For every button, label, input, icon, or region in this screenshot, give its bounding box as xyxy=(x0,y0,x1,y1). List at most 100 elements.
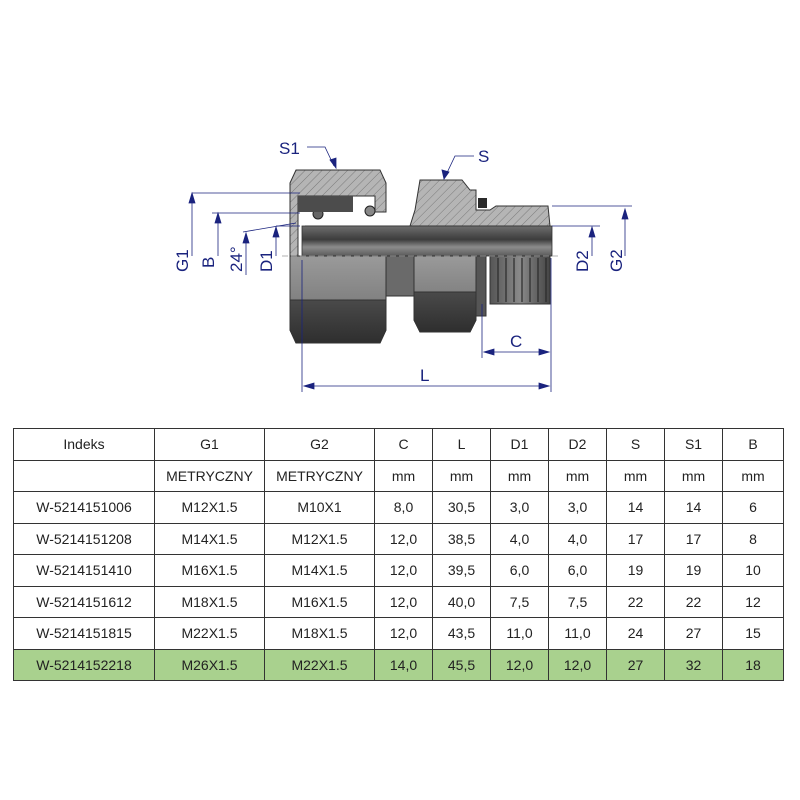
cell-l: 30,5 xyxy=(432,491,491,524)
dimension-lines xyxy=(188,146,632,392)
cell-indeks: W-5214151612 xyxy=(13,585,155,618)
table-row: W-5214151006 M12X1.5 M10X1 8,0 30,5 3,0 … xyxy=(13,491,784,524)
unit-cell: METRYCZNY xyxy=(154,459,265,492)
cell-g2: M10X1 xyxy=(264,491,375,524)
label-d2: D2 xyxy=(573,250,592,272)
cell-b: 6 xyxy=(722,491,784,524)
cell-g2: M22X1.5 xyxy=(264,648,375,681)
cell-s: 22 xyxy=(606,585,665,618)
header-cell: B xyxy=(722,428,784,461)
cell-c: 12,0 xyxy=(374,585,433,618)
cell-d1: 3,0 xyxy=(490,491,549,524)
table-units-row: METRYCZNY METRYCZNY mm mm mm mm mm mm mm xyxy=(13,459,784,492)
cell-l: 43,5 xyxy=(432,617,491,650)
fitting-technical-drawing: S1 S G1 B 24° D1 D2 G2 C L xyxy=(173,139,632,392)
cell-d2: 4,0 xyxy=(548,522,607,555)
cell-d2: 11,0 xyxy=(548,617,607,650)
label-c: C xyxy=(510,332,522,351)
unit-cell: mm xyxy=(374,459,433,492)
header-cell: L xyxy=(432,428,491,461)
unit-cell: mm xyxy=(664,459,723,492)
unit-cell: mm xyxy=(606,459,665,492)
cell-s1: 27 xyxy=(664,617,723,650)
cell-d1: 4,0 xyxy=(490,522,549,555)
outside-view xyxy=(289,255,551,344)
cell-c: 12,0 xyxy=(374,522,433,555)
table-row-highlighted: W-5214152218 M26X1.5 M22X1.5 14,0 45,5 1… xyxy=(13,648,784,681)
cell-b: 10 xyxy=(722,554,784,587)
cell-g1: M22X1.5 xyxy=(154,617,265,650)
cell-b: 15 xyxy=(722,617,784,650)
unit-cell: mm xyxy=(548,459,607,492)
cell-s1: 19 xyxy=(664,554,723,587)
section-view xyxy=(289,169,551,257)
cell-c: 14,0 xyxy=(374,648,433,681)
unit-cell: mm xyxy=(722,459,784,492)
cell-s1: 22 xyxy=(664,585,723,618)
label-g1: G1 xyxy=(173,249,192,272)
header-cell: D1 xyxy=(490,428,549,461)
cell-b: 18 xyxy=(722,648,784,681)
cell-g1: M12X1.5 xyxy=(154,491,265,524)
cell-d1: 7,5 xyxy=(490,585,549,618)
table-row: W-5214151208 M14X1.5 M12X1.5 12,0 38,5 4… xyxy=(13,522,784,555)
cell-s: 14 xyxy=(606,491,665,524)
cell-g2: M12X1.5 xyxy=(264,522,375,555)
cell-l: 39,5 xyxy=(432,554,491,587)
cell-indeks: W-5214151815 xyxy=(13,617,155,650)
cell-g2: M18X1.5 xyxy=(264,617,375,650)
unit-cell: METRYCZNY xyxy=(264,459,375,492)
unit-cell xyxy=(13,459,155,492)
cell-indeks: W-5214151410 xyxy=(13,554,155,587)
cell-d2: 12,0 xyxy=(548,648,607,681)
label-s: S xyxy=(478,147,489,166)
unit-cell: mm xyxy=(432,459,491,492)
cell-l: 40,0 xyxy=(432,585,491,618)
cell-s1: 32 xyxy=(664,648,723,681)
label-s1: S1 xyxy=(279,139,300,158)
bore xyxy=(301,225,553,257)
cell-l: 45,5 xyxy=(432,648,491,681)
table-header-row: Indeks G1 G2 C L D1 D2 S S1 B xyxy=(13,428,784,461)
label-b: B xyxy=(199,257,218,268)
cell-d1: 11,0 xyxy=(490,617,549,650)
cell-c: 12,0 xyxy=(374,554,433,587)
header-cell: D2 xyxy=(548,428,607,461)
cell-s1: 14 xyxy=(664,491,723,524)
header-cell: S xyxy=(606,428,665,461)
header-cell: C xyxy=(374,428,433,461)
cell-d2: 7,5 xyxy=(548,585,607,618)
cell-indeks: W-5214151006 xyxy=(13,491,155,524)
cell-b: 8 xyxy=(722,522,784,555)
cell-indeks: W-5214151208 xyxy=(13,522,155,555)
label-g2: G2 xyxy=(607,249,626,272)
cell-g1: M26X1.5 xyxy=(154,648,265,681)
header-cell: G1 xyxy=(154,428,265,461)
header-cell: Indeks xyxy=(13,428,155,461)
cell-d1: 6,0 xyxy=(490,554,549,587)
cell-indeks: W-5214152218 xyxy=(13,648,155,681)
header-cell: S1 xyxy=(664,428,723,461)
table-row: W-5214151410 M16X1.5 M14X1.5 12,0 39,5 6… xyxy=(13,554,784,587)
cell-d2: 3,0 xyxy=(548,491,607,524)
cell-s: 24 xyxy=(606,617,665,650)
cell-l: 38,5 xyxy=(432,522,491,555)
cell-g2: M14X1.5 xyxy=(264,554,375,587)
header-cell: G2 xyxy=(264,428,375,461)
table-row: W-5214151612 M18X1.5 M16X1.5 12,0 40,0 7… xyxy=(13,585,784,618)
cell-d2: 6,0 xyxy=(548,554,607,587)
cell-g1: M16X1.5 xyxy=(154,554,265,587)
cell-c: 12,0 xyxy=(374,617,433,650)
cell-g1: M18X1.5 xyxy=(154,585,265,618)
cell-s1: 17 xyxy=(664,522,723,555)
cell-s: 19 xyxy=(606,554,665,587)
label-angle-24: 24° xyxy=(227,246,246,272)
cell-s: 17 xyxy=(606,522,665,555)
label-d1: D1 xyxy=(257,250,276,272)
cell-b: 12 xyxy=(722,585,784,618)
cell-d1: 12,0 xyxy=(490,648,549,681)
cell-g2: M16X1.5 xyxy=(264,585,375,618)
cell-g1: M14X1.5 xyxy=(154,522,265,555)
cell-c: 8,0 xyxy=(374,491,433,524)
table-row: W-5214151815 M22X1.5 M18X1.5 12,0 43,5 1… xyxy=(13,617,784,650)
